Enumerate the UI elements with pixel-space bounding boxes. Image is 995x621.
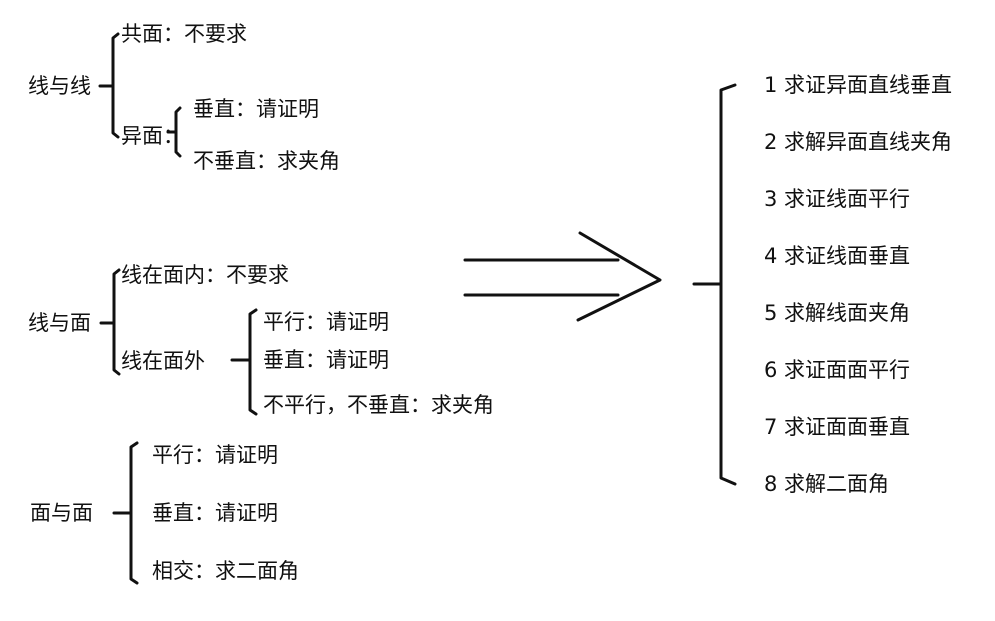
line-plane-parallel-label: 平行：请证明 [263, 310, 389, 334]
result-item: 1 求证异面直线垂直 [764, 73, 953, 97]
skew-perpendicular-label: 垂直：请证明 [193, 97, 319, 121]
double-arrow [463, 231, 662, 322]
plane-plane-title: 面与面 [30, 501, 93, 525]
coplanar-label: 共面：不要求 [121, 22, 247, 46]
skew-not-perpendicular-label: 不垂直：求夹角 [193, 149, 340, 173]
line-line-title: 线与线 [28, 74, 91, 98]
skew-label: 异面： [121, 124, 184, 148]
result-item: 5 求解线面夹角 [764, 301, 911, 325]
result-item: 3 求证线面平行 [764, 187, 911, 211]
skew-bracket [166, 106, 182, 158]
line-line-bracket [98, 32, 120, 139]
line-outside-plane-label: 线在面外 [121, 349, 205, 373]
results-bracket [692, 83, 737, 486]
plane-plane-perpendicular-label: 垂直：请证明 [152, 501, 278, 525]
result-item: 8 求解二面角 [764, 472, 890, 496]
plane-plane-parallel-label: 平行：请证明 [152, 443, 278, 467]
line-plane-title: 线与面 [28, 311, 91, 335]
result-item: 4 求证线面垂直 [764, 244, 911, 268]
plane-plane-bracket [112, 441, 139, 585]
line-plane-bracket [99, 268, 121, 376]
result-item: 6 求证面面平行 [764, 358, 911, 382]
result-item: 7 求证面面垂直 [764, 415, 911, 439]
line-inside-plane-label: 线在面内：不要求 [121, 263, 289, 287]
outside-bracket [230, 308, 258, 416]
line-plane-perpendicular-label: 垂直：请证明 [263, 348, 389, 372]
plane-plane-intersect-label: 相交：求二面角 [152, 559, 299, 583]
line-plane-neither-label: 不平行，不垂直：求夹角 [263, 393, 494, 417]
result-item: 2 求解异面直线夹角 [764, 130, 953, 154]
